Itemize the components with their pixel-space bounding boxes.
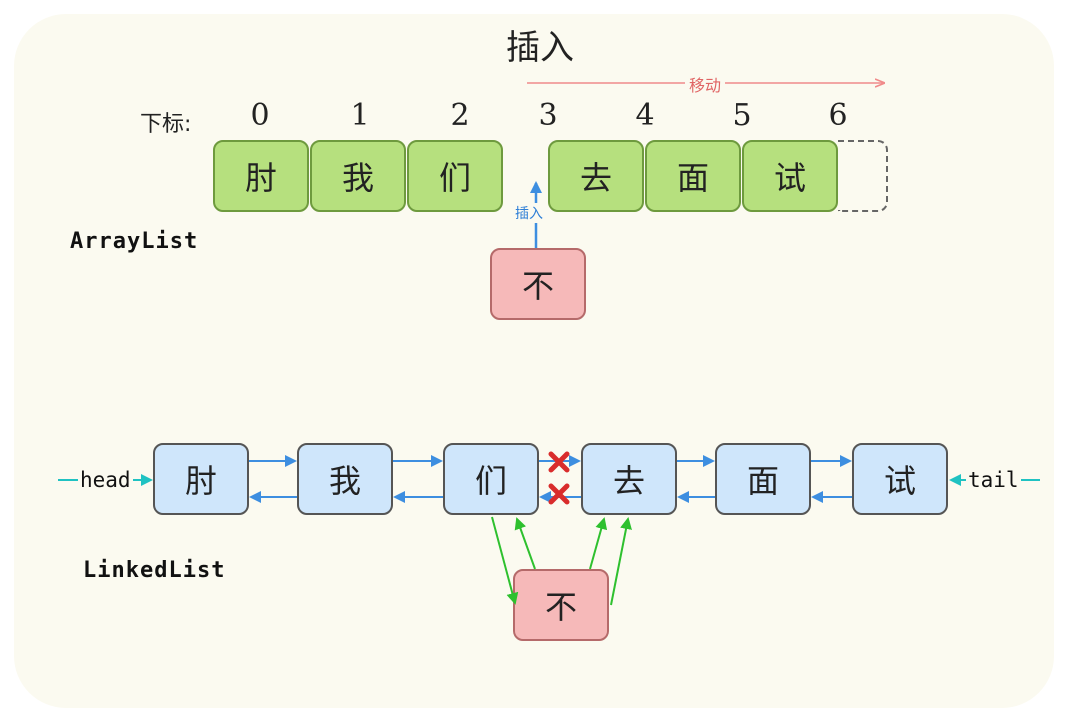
index-0: 0 <box>250 98 270 133</box>
linked-new-node: 不 <box>513 569 609 641</box>
array-new-item: 不 <box>490 248 586 320</box>
array-cell-0: 肘 <box>213 140 309 212</box>
index-3: 3 <box>538 98 558 133</box>
index-1: 1 <box>350 98 370 133</box>
index-label: 下标: <box>140 112 192 137</box>
linked-node-1: 我 <box>297 443 393 515</box>
linked-node-3: 去 <box>581 443 677 515</box>
linked-node-0: 肘 <box>153 443 249 515</box>
diagram-title: 插入 <box>506 28 574 68</box>
cross-mark-icon <box>548 451 570 473</box>
new-link-new-to-next <box>589 517 608 570</box>
move-label: 移动 <box>685 72 726 96</box>
array-empty-slot <box>838 140 888 212</box>
new-link-new-to-prev <box>514 517 536 570</box>
cross-mark-icon <box>548 483 570 505</box>
head-label: head <box>78 468 133 492</box>
index-5: 5 <box>732 98 752 133</box>
array-cell-1: 我 <box>310 140 406 212</box>
array-cell-2: 们 <box>407 140 503 212</box>
arraylist-label: ArrayList <box>70 229 199 254</box>
index-6: 6 <box>828 98 848 133</box>
tail-label: tail <box>966 468 1021 492</box>
array-cell-5: 试 <box>742 140 838 212</box>
linked-node-2: 们 <box>443 443 539 515</box>
linked-node-5: 试 <box>852 443 948 515</box>
new-link-prev-to-new <box>491 516 519 605</box>
new-link-next-to-new <box>610 517 632 606</box>
linkedlist-label: LinkedList <box>83 558 226 583</box>
insert-label: 插入 <box>513 203 545 223</box>
array-cell-3: 去 <box>548 140 644 212</box>
linked-node-4: 面 <box>715 443 811 515</box>
index-2: 2 <box>450 98 470 133</box>
index-4: 4 <box>635 98 655 133</box>
array-cell-4: 面 <box>645 140 741 212</box>
